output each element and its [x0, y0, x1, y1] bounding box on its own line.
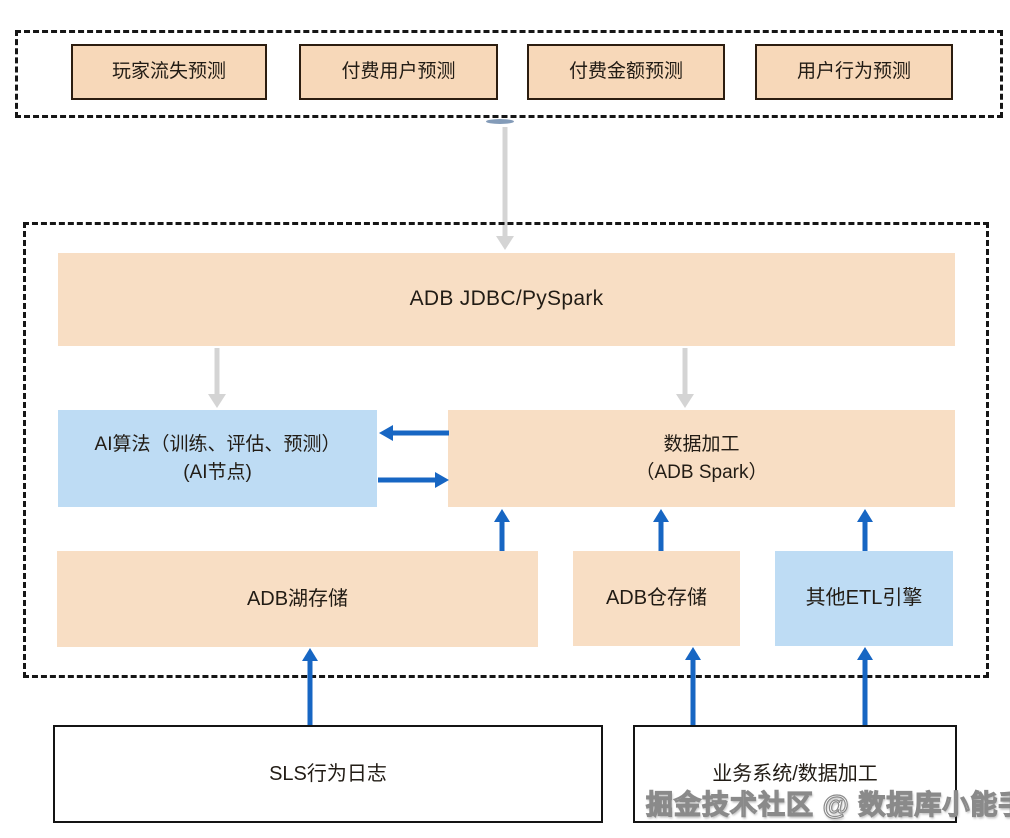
box-data-processing: 数据加工 （ADB Spark）: [448, 410, 955, 507]
ai-algorithm-line2: (AI节点): [183, 461, 252, 483]
prediction-apps-group: [15, 30, 1003, 118]
box-sls-behavior-log: SLS行为日志: [53, 725, 603, 823]
data-processing-line1: 数据加工: [663, 433, 740, 455]
connector-mark: [486, 119, 514, 124]
data-processing-line2: （ADB Spark）: [635, 461, 768, 483]
box-payment-amount-prediction: 付费金额预测: [527, 44, 725, 100]
arrow-business-to-etl-icon: [857, 647, 873, 725]
sls-behavior-log-label: SLS行为日志: [269, 762, 387, 785]
adb-jdbc-label: ADB JDBC/PySpark: [409, 287, 604, 311]
arrow-sls-to-lake-icon: [302, 648, 318, 725]
box-adb-jdbc-pyspark: ADB JDBC/PySpark: [58, 253, 955, 346]
arrow-lake-to-processing-icon: [494, 509, 510, 551]
arrow-jdbc-to-ai-icon: [208, 348, 226, 408]
watermark-text: 掘金技术社区 @ 数据库小能手: [645, 789, 1010, 820]
adb-lake-storage-label: ADB湖存储: [246, 587, 349, 610]
business-system-label: 业务系统/数据加工: [712, 762, 878, 785]
box-adb-warehouse-storage: ADB仓存储: [573, 551, 740, 646]
box-business-system: 业务系统/数据加工: [633, 725, 957, 823]
other-etl-engine-label: 其他ETL引擎: [805, 587, 923, 609]
arrow-etl-to-processing-icon: [857, 509, 873, 551]
ai-algorithm-line1: AI算法（训练、评估、预测）: [94, 433, 341, 455]
adb-warehouse-storage-label: ADB仓存储: [605, 587, 708, 609]
box-player-churn-prediction: 玩家流失预测: [71, 44, 267, 100]
box-user-behavior-prediction: 用户行为预测: [755, 44, 953, 100]
arrow-warehouse-to-processing-icon: [653, 509, 669, 551]
arrow-business-to-warehouse-icon: [685, 647, 701, 725]
adb-platform-group: [23, 222, 989, 678]
box-player-churn-label: 玩家流失预测: [111, 61, 226, 83]
box-adb-lake-storage: ADB湖存储: [57, 551, 538, 647]
box-ai-algorithm: AI算法（训练、评估、预测） (AI节点): [58, 410, 377, 507]
arrow-processing-to-ai-icon: [379, 425, 449, 441]
box-payment-amount-label: 付费金额预测: [568, 61, 683, 83]
box-paying-user-label: 付费用户预测: [341, 61, 456, 83]
box-other-etl-engine: 其他ETL引擎: [775, 551, 953, 646]
arrow-ai-to-processing-icon: [378, 472, 449, 488]
box-paying-user-prediction: 付费用户预测: [299, 44, 498, 100]
arrow-predictions-to-jdbc-icon: [496, 127, 514, 250]
box-user-behavior-label: 用户行为预测: [796, 61, 911, 83]
arrow-jdbc-to-processing-icon: [676, 348, 694, 408]
